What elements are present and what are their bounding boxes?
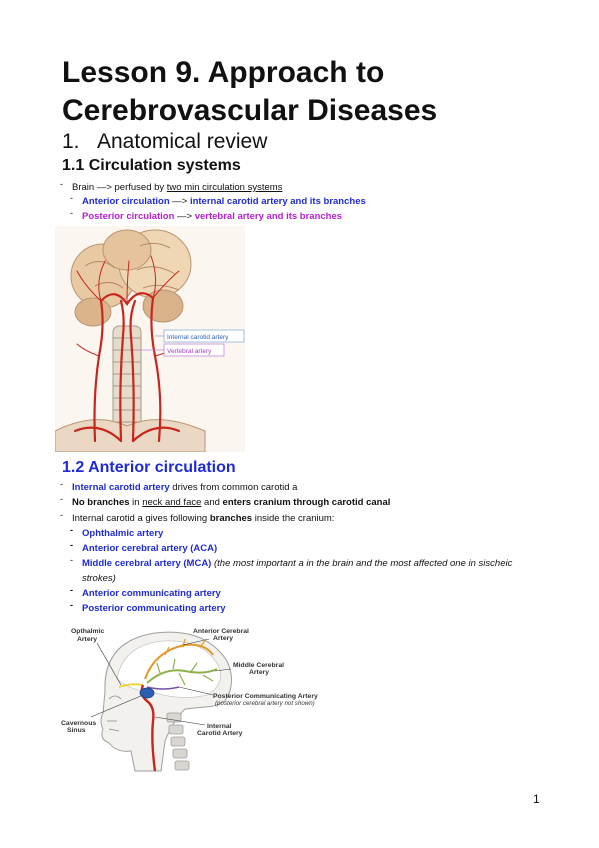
bullet-dash: - [70,193,73,203]
bullet-dash: - [70,585,73,595]
bullet-dash: - [70,525,73,535]
bullet-dash: - [60,479,63,489]
bullet-text: Brain —> perfused by [72,182,167,193]
branch-mca-note-line2: strokes) [82,573,116,584]
branch-aca: - Anterior cerebral artery (ACA) [70,540,218,555]
bullet-text: and [201,497,223,508]
branch-label: Posterior communicating artery [82,603,226,614]
bullet-label: Anterior circulation [82,196,170,207]
diagram-label-mca-2: Artery [249,669,269,676]
diagram-label-mca-1: Middle Cerebral [233,662,284,669]
bullet-anterior: - Anterior circulation —> internal carot… [70,193,366,208]
subsection-circulation-title: 1.1 Circulation systems [62,157,241,174]
diagram-label-ophthalmic-1: Opthalmic [71,628,104,635]
bullet-bold: No branches [72,497,130,508]
bullet-dash: - [70,600,73,610]
brain-arteries-illustration: Internal carotid artery Vertebral artery [55,226,245,452]
bullet-text: inside the cranium: [252,513,335,524]
bullet-underlined: two min circulation systems [166,182,283,193]
branch-ophthalmic: - Ophthalmic artery [70,525,164,540]
bullet-target: vertebral artery and its branches [194,211,343,222]
branch-label: Middle cerebral artery (MCA) [82,558,212,569]
bullet-dash: - [60,179,63,189]
bullet-arrow: —> [174,211,195,222]
bullet-text: Internal carotid a gives following [72,513,210,524]
bullet-brain: - Brain —> perfused by two min circulati… [60,179,283,194]
diagram-label-pcom-2: (posterior cerebral artery not shown) [215,700,315,707]
bullet-dash: - [70,540,73,550]
branch-label: Ophthalmic artery [82,528,164,539]
bullet-text: in [129,497,143,508]
branch-label: Anterior cerebral artery (ACA) [82,543,218,554]
figure-label-vertebral: Vertebral artery [167,348,212,355]
diagram-label-pcom-1: Posterior Communicating Artery [213,693,318,700]
diagram-label-ica-1: Internal [207,723,232,730]
bullet-arrow: —> [169,196,190,207]
diagram-label-aca-1: Anterior Cerebral [193,628,249,635]
bullet-label: Internal carotid artery [72,482,170,493]
bullet-branches-intro: - Internal carotid a gives following bra… [60,510,335,525]
bullet-label: Posterior circulation [82,211,175,222]
branch-note: (the most important a in the brain and t… [211,558,513,569]
bullet-text: drives from common carotid a [169,482,298,493]
branch-pcom: - Posterior communicating artery [70,600,226,615]
bullet-underlined: neck and face [142,497,202,508]
section-number: 1. [62,130,80,153]
bullet-dash: - [60,494,63,504]
section-heading: 1. Anatomical review [62,129,267,155]
bullet-target: internal carotid artery and its branches [189,196,366,207]
branch-label: Anterior communicating artery [82,588,221,599]
bullet-no-branches: - No branches in neck and face and enter… [60,494,391,509]
diagram-label-cavernous-1: Cavernous [61,720,96,727]
diagram-label-aca-2: Artery [213,635,233,642]
branch-acom: - Anterior communicating artery [70,585,221,600]
figure-label-internal-carotid: Internal carotid artery [167,334,229,341]
section-title: Anatomical review [97,130,268,153]
subsection-anterior-title: 1.2 Anterior circulation [62,459,236,476]
bullet-bold: branches [209,513,253,524]
diagram-label-ica-2: Carotid Artery [197,730,243,737]
page-number: 1 [533,792,540,806]
branch-mca: - Middle cerebral artery (MCA) (the most… [70,555,513,570]
bullet-posterior: - Posterior circulation —> vertebral art… [70,208,343,223]
bullet-dash: - [60,510,63,520]
diagram-label-cavernous-2: Sinus [67,727,86,734]
bullet-bold: enters cranium through carotid canal [222,497,391,508]
bullet-ica-origin: - Internal carotid artery drives from co… [60,479,298,494]
bullet-dash: - [70,555,73,565]
page-title: Lesson 9. Approach to Cerebrovascular Di… [62,56,438,127]
diagram-label-ophthalmic-2: Artery [77,636,97,643]
bullet-dash: - [70,208,73,218]
head-arteries-diagram: Opthalmic Artery Anterior Cerebral Arter… [61,628,318,772]
